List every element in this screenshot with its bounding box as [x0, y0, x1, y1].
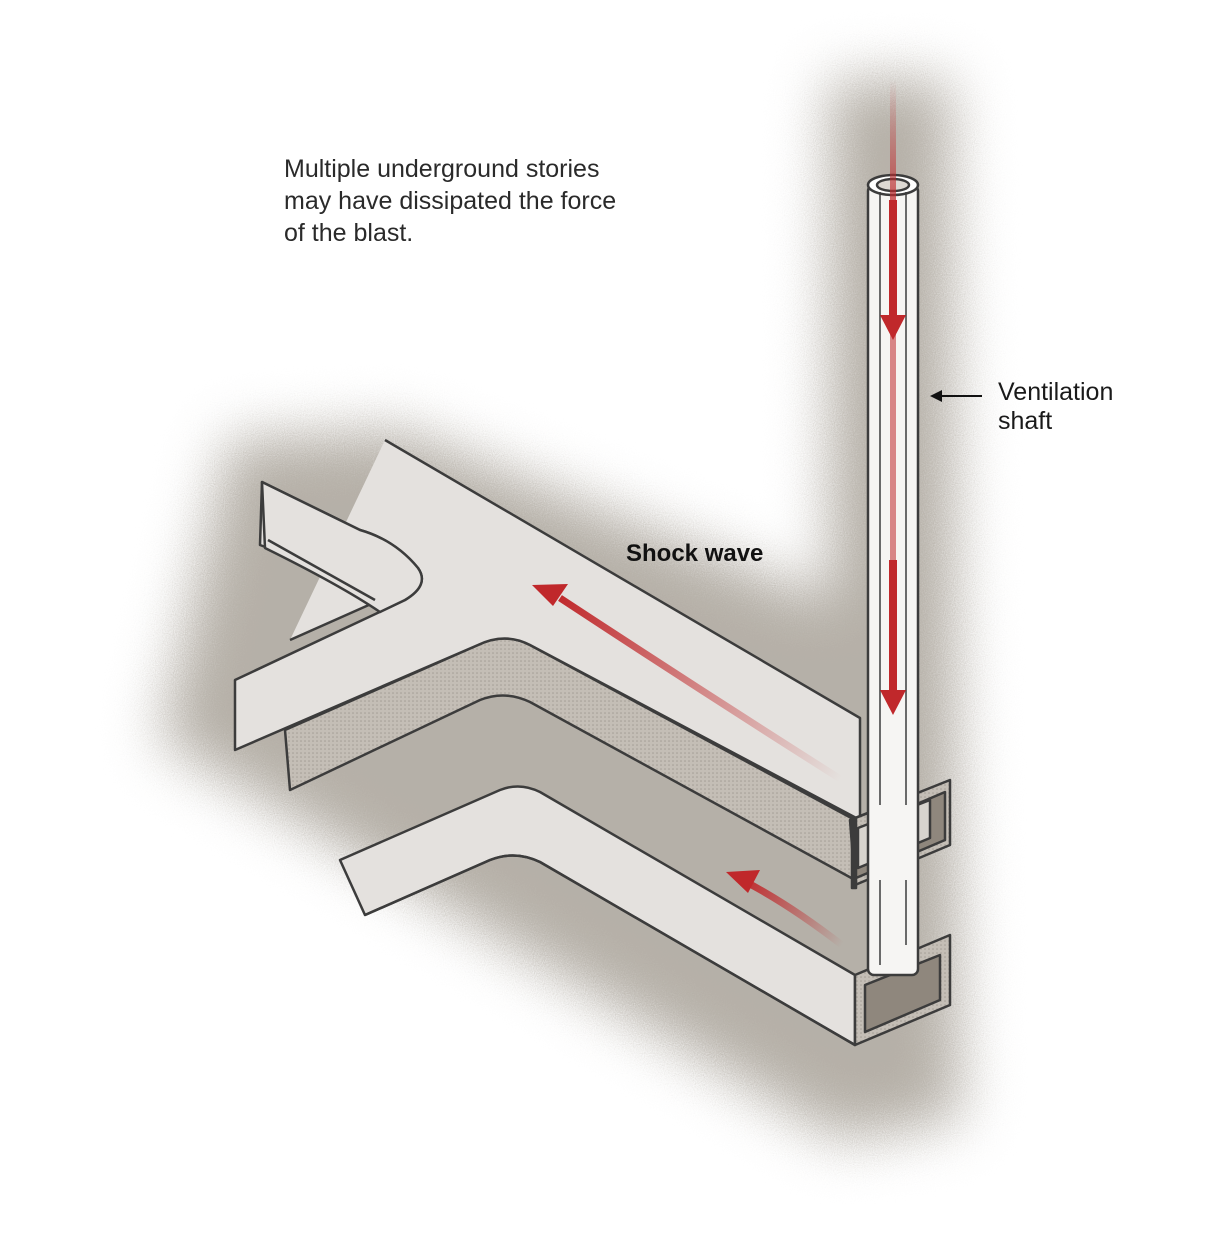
curved-arrow-icon: [532, 584, 844, 783]
arrow-left-icon: [930, 390, 982, 402]
label-line: shaft: [998, 407, 1053, 435]
incoming-beam: [890, 80, 896, 230]
caption-line: may have dissipated the force: [284, 187, 617, 215]
caption: Multiple underground stories may have di…: [284, 153, 664, 249]
ventilation-shaft-label: Ventilation shaft: [998, 378, 1113, 436]
shock-wave-label: Shock wave: [626, 540, 764, 567]
label-line: Ventilation: [998, 378, 1114, 406]
arrow-down-icon: [880, 560, 906, 715]
shaft-beam: [890, 230, 896, 700]
arrow-down-icon: [880, 200, 906, 340]
caption-line: of the blast.: [284, 219, 414, 247]
caption-line: Multiple underground stories: [284, 155, 600, 183]
curved-arrow-icon: [726, 870, 845, 948]
